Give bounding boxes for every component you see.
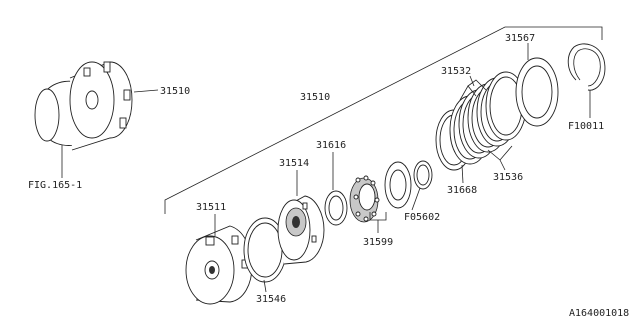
part-retainer-plate xyxy=(384,161,412,209)
label-31536: 31536 xyxy=(493,172,523,183)
leader-31546 xyxy=(263,279,267,293)
leader-F05602 xyxy=(411,187,421,211)
label-31616: 31616 xyxy=(316,140,346,151)
label-31599: 31599 xyxy=(363,237,393,248)
part-31616-washer xyxy=(324,190,348,226)
reference-drum-assembly xyxy=(34,61,133,151)
part-31514-hub xyxy=(277,195,325,265)
part-clutch-pack xyxy=(449,71,527,165)
label-F10011: F10011 xyxy=(568,121,604,132)
part-31599-oneway-clutch xyxy=(349,175,380,223)
assembly-bracket xyxy=(164,26,603,214)
part-31567-plate xyxy=(515,57,559,127)
part-31511-drum xyxy=(185,225,253,305)
label-F05602: F05602 xyxy=(404,212,440,223)
label-31511: 31511 xyxy=(196,202,226,213)
label-fig-165-1: FIG.165-1 xyxy=(28,180,82,191)
leader-31532 xyxy=(469,75,475,87)
diagram-code: A164001018 xyxy=(569,308,629,319)
label-31546: 31546 xyxy=(256,294,286,305)
leader-31536 xyxy=(499,159,506,171)
label-31668: 31668 xyxy=(447,185,477,196)
bracket-31532b xyxy=(467,79,487,91)
leader-31510-top xyxy=(133,89,159,93)
label-31532: 31532 xyxy=(441,66,471,77)
label-31510-top: 31510 xyxy=(160,86,190,97)
part-F10011-snapring xyxy=(567,43,606,91)
label-31514: 31514 xyxy=(279,158,309,169)
leader-31668 xyxy=(461,164,464,184)
label-31510-mid: 31510 xyxy=(300,92,330,103)
part-31546-ring xyxy=(243,217,287,283)
label-31567: 31567 xyxy=(505,33,535,44)
part-F05602-snapring xyxy=(413,160,433,190)
